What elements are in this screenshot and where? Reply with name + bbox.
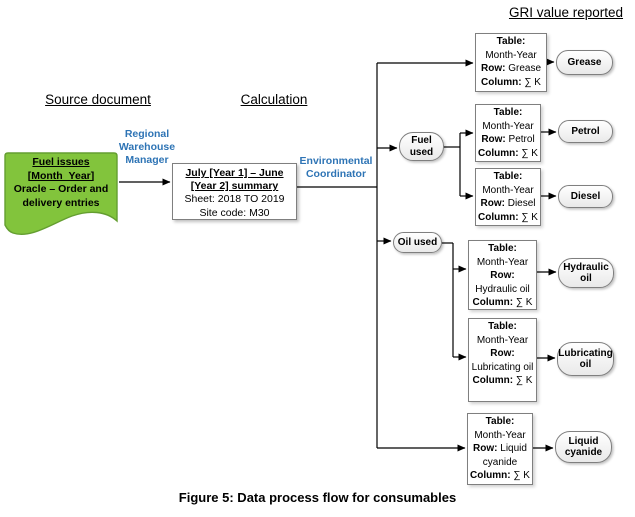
table-label: Table: [488,243,517,254]
table-node-grease: Table: Month-Year Row: Grease Column: ∑ … [475,33,547,92]
output-petrol: Petrol [558,120,613,143]
output-diesel: Diesel [558,185,613,208]
document-shape [4,152,118,235]
row-value: Petrol [508,134,535,146]
column-label: Column: [472,375,514,387]
column-value: ∑ K [521,147,538,159]
role-regional-warehouse-manager: Regional Warehouse Manager [118,128,176,166]
calc-title-line2: [Year 2] summary [190,180,279,193]
role-environmental-coordinator: Environmental Coordinator [299,155,373,180]
table-node-lubricating-oil: Table: Month-Year Row: Lubricating oil C… [468,318,537,402]
table-label: Table: [493,171,523,182]
row-label: Row: [480,198,505,210]
table-name: Month-Year [485,49,537,61]
output-lubricating-oil: Lubricating oil [557,342,614,376]
output-hydraulic-oil: Hydraulic oil [558,258,614,288]
column-value: ∑ K [515,375,533,387]
table-name: Month-Year [476,334,529,346]
table-node-petrol: Table: Month-Year Row: Petrol Column: ∑ … [475,104,541,162]
row-value: Liquid cyanide [482,443,527,468]
table-label: Table: [488,321,517,332]
calc-site-code: Site code: M30 [199,206,270,219]
column-label: Column: [481,76,522,88]
table-label: Table: [496,36,526,47]
figure-caption: Figure 5: Data process flow for consumab… [178,490,457,505]
table-label: Table: [485,416,515,427]
column-value: ∑ K [521,211,538,223]
table-name: Month-Year [476,256,529,268]
header-source-document: Source document [45,92,151,107]
source-doc-body: Oracle – Order and delivery entries [13,183,109,209]
row-label: Row: [473,443,498,455]
row-value: Lubricating oil [471,361,534,373]
category-oil-used: Oil used [393,232,442,253]
column-label: Column: [472,297,514,309]
source-doc-title-line2: [Month_Year] [27,169,95,182]
column-value: ∑ K [513,470,530,482]
header-gri-value-reported: GRI value reported [508,5,624,20]
row-label: Row: [490,270,515,282]
calculation-summary-box: July [Year 1] – June [Year 2] summary Sh… [172,163,297,220]
table-label: Table: [493,107,523,118]
row-value: Grease [508,63,542,75]
source-doc-title-line1: Fuel issues [32,156,90,168]
table-node-diesel: Table: Month-Year Row: Diesel Column: ∑ … [475,168,541,226]
source-document-node: Fuel issues [Month_Year] Oracle – Order … [3,152,119,240]
column-label: Column: [478,211,519,223]
source-document-text: Fuel issues [Month_Year] Oracle – Order … [3,156,119,210]
output-liquid-cyanide: Liquid cyanide [555,431,612,463]
row-label: Row: [490,348,515,360]
row-value: Hydraulic oil [475,283,530,295]
row-value: Diesel [507,198,536,210]
column-label: Column: [470,470,511,482]
calc-sheet: Sheet: 2018 TO 2019 [184,193,285,206]
header-calculation: Calculation [240,92,308,107]
table-name: Month-Year [482,120,534,132]
row-label: Row: [480,63,506,75]
row-label: Row: [481,134,506,146]
column-label: Column: [478,147,519,159]
column-value: ∑ K [524,76,541,88]
table-name: Month-Year [474,429,526,441]
table-node-hydraulic-oil: Table: Month-Year Row: Hydraulic oil Col… [468,240,537,310]
calc-title-line1: July [Year 1] – June [185,167,284,179]
output-grease: Grease [556,50,613,75]
column-value: ∑ K [515,297,533,309]
table-node-liquid-cyanide: Table: Month-Year Row: Liquid cyanide Co… [467,413,533,485]
category-fuel-used: Fuel used [399,132,444,161]
table-name: Month-Year [482,184,534,196]
